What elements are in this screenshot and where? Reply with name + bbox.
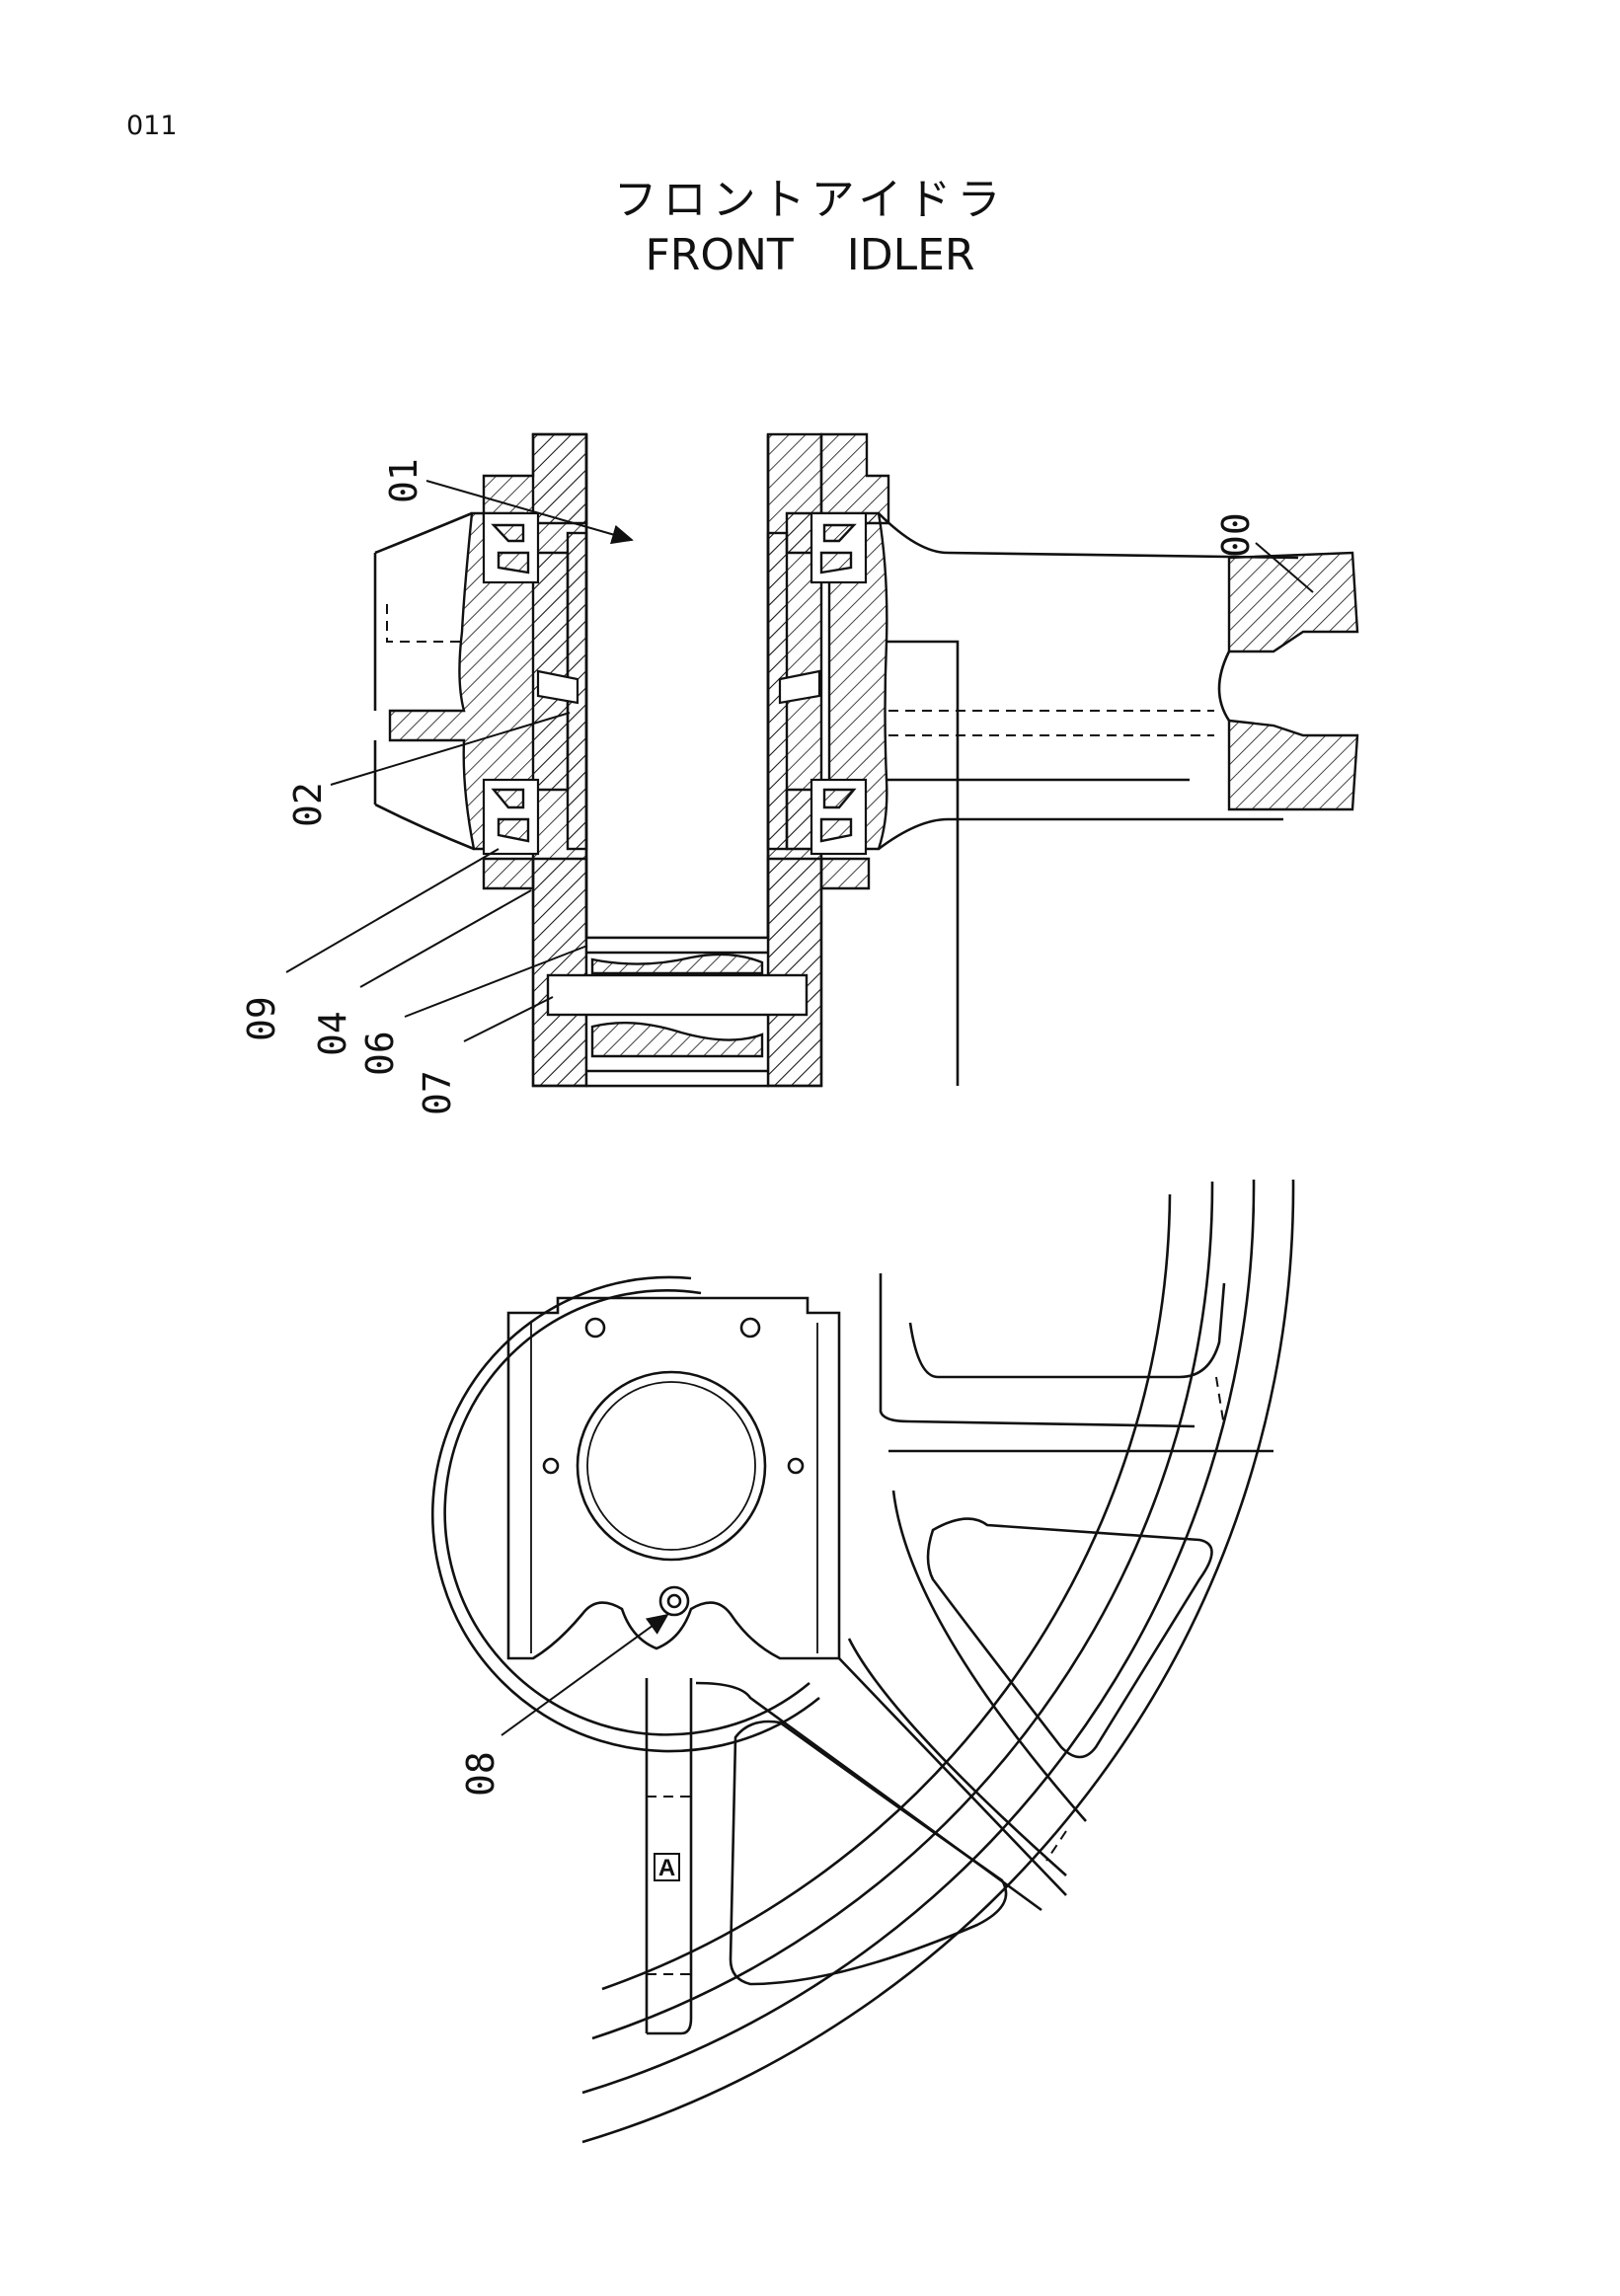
callout-06: 06 — [358, 1031, 402, 1076]
callout-01: 02 — [286, 782, 330, 827]
callouts: 01 00 02 09 04 06 07 08 — [240, 458, 1258, 1797]
callout-09: 09 — [240, 996, 283, 1041]
callout-00: 00 — [1214, 512, 1258, 558]
section-view — [373, 432, 1359, 1088]
page-number: 011 — [126, 111, 178, 141]
title-block: フロントアイドラ FRONT IDLER — [0, 173, 1620, 283]
callout-08: 08 — [459, 1751, 502, 1797]
callout-02: 01 — [382, 458, 425, 503]
title-english: FRONT IDLER — [645, 230, 975, 280]
seal-assembly-left-bottom — [482, 778, 540, 856]
callout-04: 04 — [311, 1011, 354, 1056]
side-view — [431, 1179, 1295, 2144]
title-japanese: フロントアイドラ — [613, 175, 1007, 225]
seal-assembly-left-top — [482, 511, 540, 584]
leader-lines — [285, 480, 1314, 1736]
callout-07: 07 — [416, 1070, 459, 1115]
seal-assembly-right-bottom — [810, 778, 868, 856]
svg-text:A: A — [658, 1855, 675, 1881]
view-marker-a: A — [654, 1853, 680, 1881]
seal-assembly-right-top — [810, 511, 868, 584]
